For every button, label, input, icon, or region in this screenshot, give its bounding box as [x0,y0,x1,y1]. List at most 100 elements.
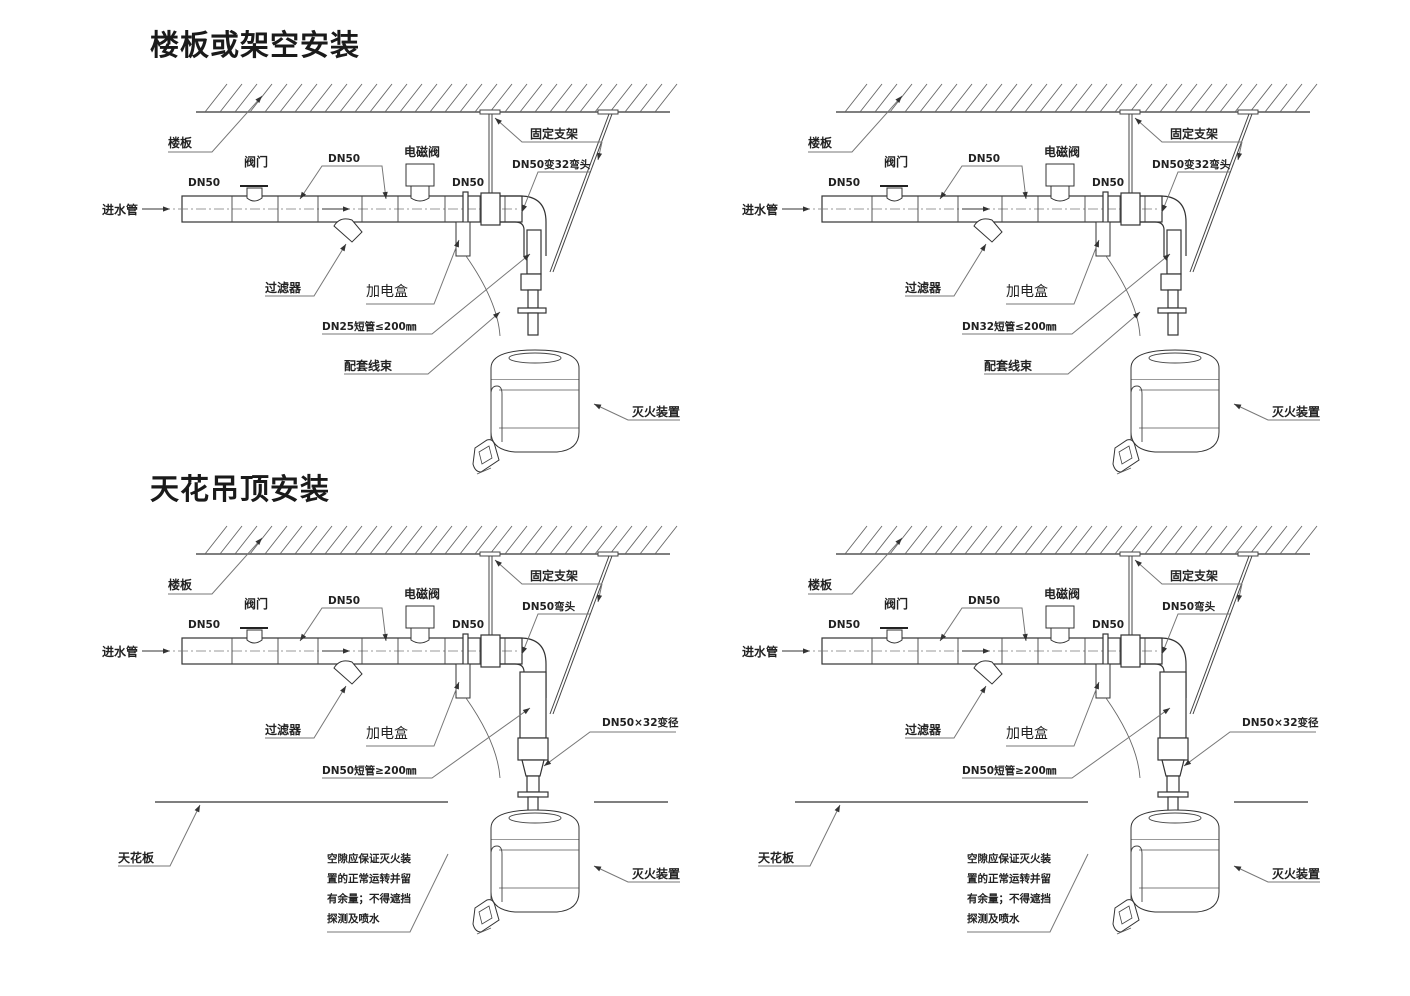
leader-reducer [543,731,676,767]
leader-filter [905,243,987,297]
elbow-outer [500,195,547,256]
label-elbow: DN50弯头 [522,600,576,613]
slab-hatch-line [549,83,573,113]
slab-hatch-line [1039,525,1063,555]
label-reducer: DN50×32变径 [1242,716,1319,729]
device-body [490,380,580,453]
filter-body [973,218,1003,243]
label-floor-slab: 楼板 [168,577,193,592]
leader-short-pipe [962,707,1171,779]
device-detector-base [1116,467,1132,475]
reducer [1161,759,1185,777]
slab-hatch-line [489,525,513,555]
slab-hatch-line [859,525,883,555]
label-junction-box: 加电盒 [366,283,408,300]
leader-dn-middle-right [995,165,1027,200]
fire-suppression-device [472,349,580,475]
device-detector-head [472,899,500,933]
leader-bracket-rod [1134,117,1242,143]
device-side-channel [490,845,503,902]
slab-hatch-line [1294,83,1318,113]
drop-short-pipe [527,289,539,309]
drop-flange [517,791,549,798]
leader-filter-arrow-icon [340,244,346,252]
flow-direction-icon [343,206,350,212]
harness-wire [1105,697,1141,779]
inlet-arrow-icon [803,648,810,654]
flow-direction-icon [343,648,350,654]
drop-short-pipe [1166,775,1180,793]
slab-hatch-line [294,525,318,555]
slab-hatch-line [1279,83,1303,113]
pipe-coupling [480,192,501,226]
slab-hatch-line [414,83,438,113]
drop-pipe [519,671,547,739]
slab-hatch-line [294,83,318,113]
slab-hatch-line [339,83,363,113]
section-title-slab-install: 楼板或架空安装 [150,28,361,62]
diagonal-brace [549,113,610,273]
leader-wire-harness [344,311,501,375]
leader-elbow-arrow-icon [1162,646,1168,654]
valve-body [886,187,903,202]
slab-hatch-line [204,525,228,555]
leader-bracket-brace-arrow-icon [1236,594,1243,602]
solenoid-valve-body [1050,185,1070,202]
slab-hatch-line [264,83,288,113]
slab-hatch-line [564,83,588,113]
diagonal-brace [1189,555,1250,715]
fire-suppression-device [472,809,580,935]
slab-hatch-line [459,83,483,113]
slab-hatch-line [1114,83,1138,113]
device-cap [1130,809,1220,841]
slab-hatch-line [1129,525,1153,555]
leader-ceiling-board [118,804,201,867]
slab-hatch-line [979,525,1003,555]
device-detector-window [478,445,493,465]
leader-reducer-arrow-icon [544,759,552,766]
slab-hatch-line [964,525,988,555]
junction-box [1095,663,1111,699]
label-junction-box: 加电盒 [366,725,408,742]
slab-hatch-line [459,525,483,555]
pipe-flange-ring [1102,633,1109,669]
label-clearance-note-line: 空隙应保证灭火装 [967,852,1051,865]
bracket-mount-2 [597,551,619,557]
leader-elbow [1161,613,1230,655]
elbow-outer [1140,637,1187,698]
solenoid-valve-body [410,627,430,644]
label-filter: 过滤器 [905,722,942,737]
slab-hatch-line [1144,83,1168,113]
label-clearance-note-line: 探测及喷水 [327,912,380,925]
device-top-ring [508,812,562,824]
leader-bracket-brace-arrow-icon [1236,152,1243,160]
leader-dn-middle-right [355,165,387,200]
drop-flange [1157,307,1187,314]
device-detector-base [476,927,492,935]
label-suppression-device: 灭火装置 [1271,404,1320,419]
leader-bracket-brace-arrow-icon [596,594,603,602]
leader-ceiling-board-arrow-icon [834,805,840,813]
slab-hatch-line [1204,83,1228,113]
label-dn-after: DN50 [1092,619,1124,631]
harness-wire [465,697,501,779]
slab-hatch-line [919,83,943,113]
slab-hatch-line [399,83,423,113]
leader-dn-middle-right [355,607,387,642]
slab-hatch-line [1294,525,1318,555]
slab-hatch-line [519,525,543,555]
slab-hatch-line [1264,525,1288,555]
leader-wire-harness-arrow-icon [492,312,500,319]
label-dn-inlet: DN50 [188,619,220,631]
leader-floor-slab-arrow-icon [255,538,262,545]
label-floor-slab: 楼板 [808,577,833,592]
leader-wire-harness-arrow-icon [1132,312,1140,319]
label-fixed-bracket: 固定支架 [1170,568,1218,583]
leader-dn-middle-left [939,607,995,642]
solenoid-coil [405,605,435,629]
label-suppression-device: 灭火装置 [631,866,680,881]
slab-hatch-line [994,83,1018,113]
flow-direction-icon [983,206,990,212]
leader-bracket-brace-arrow-icon [596,152,603,160]
junction-box [455,221,471,257]
